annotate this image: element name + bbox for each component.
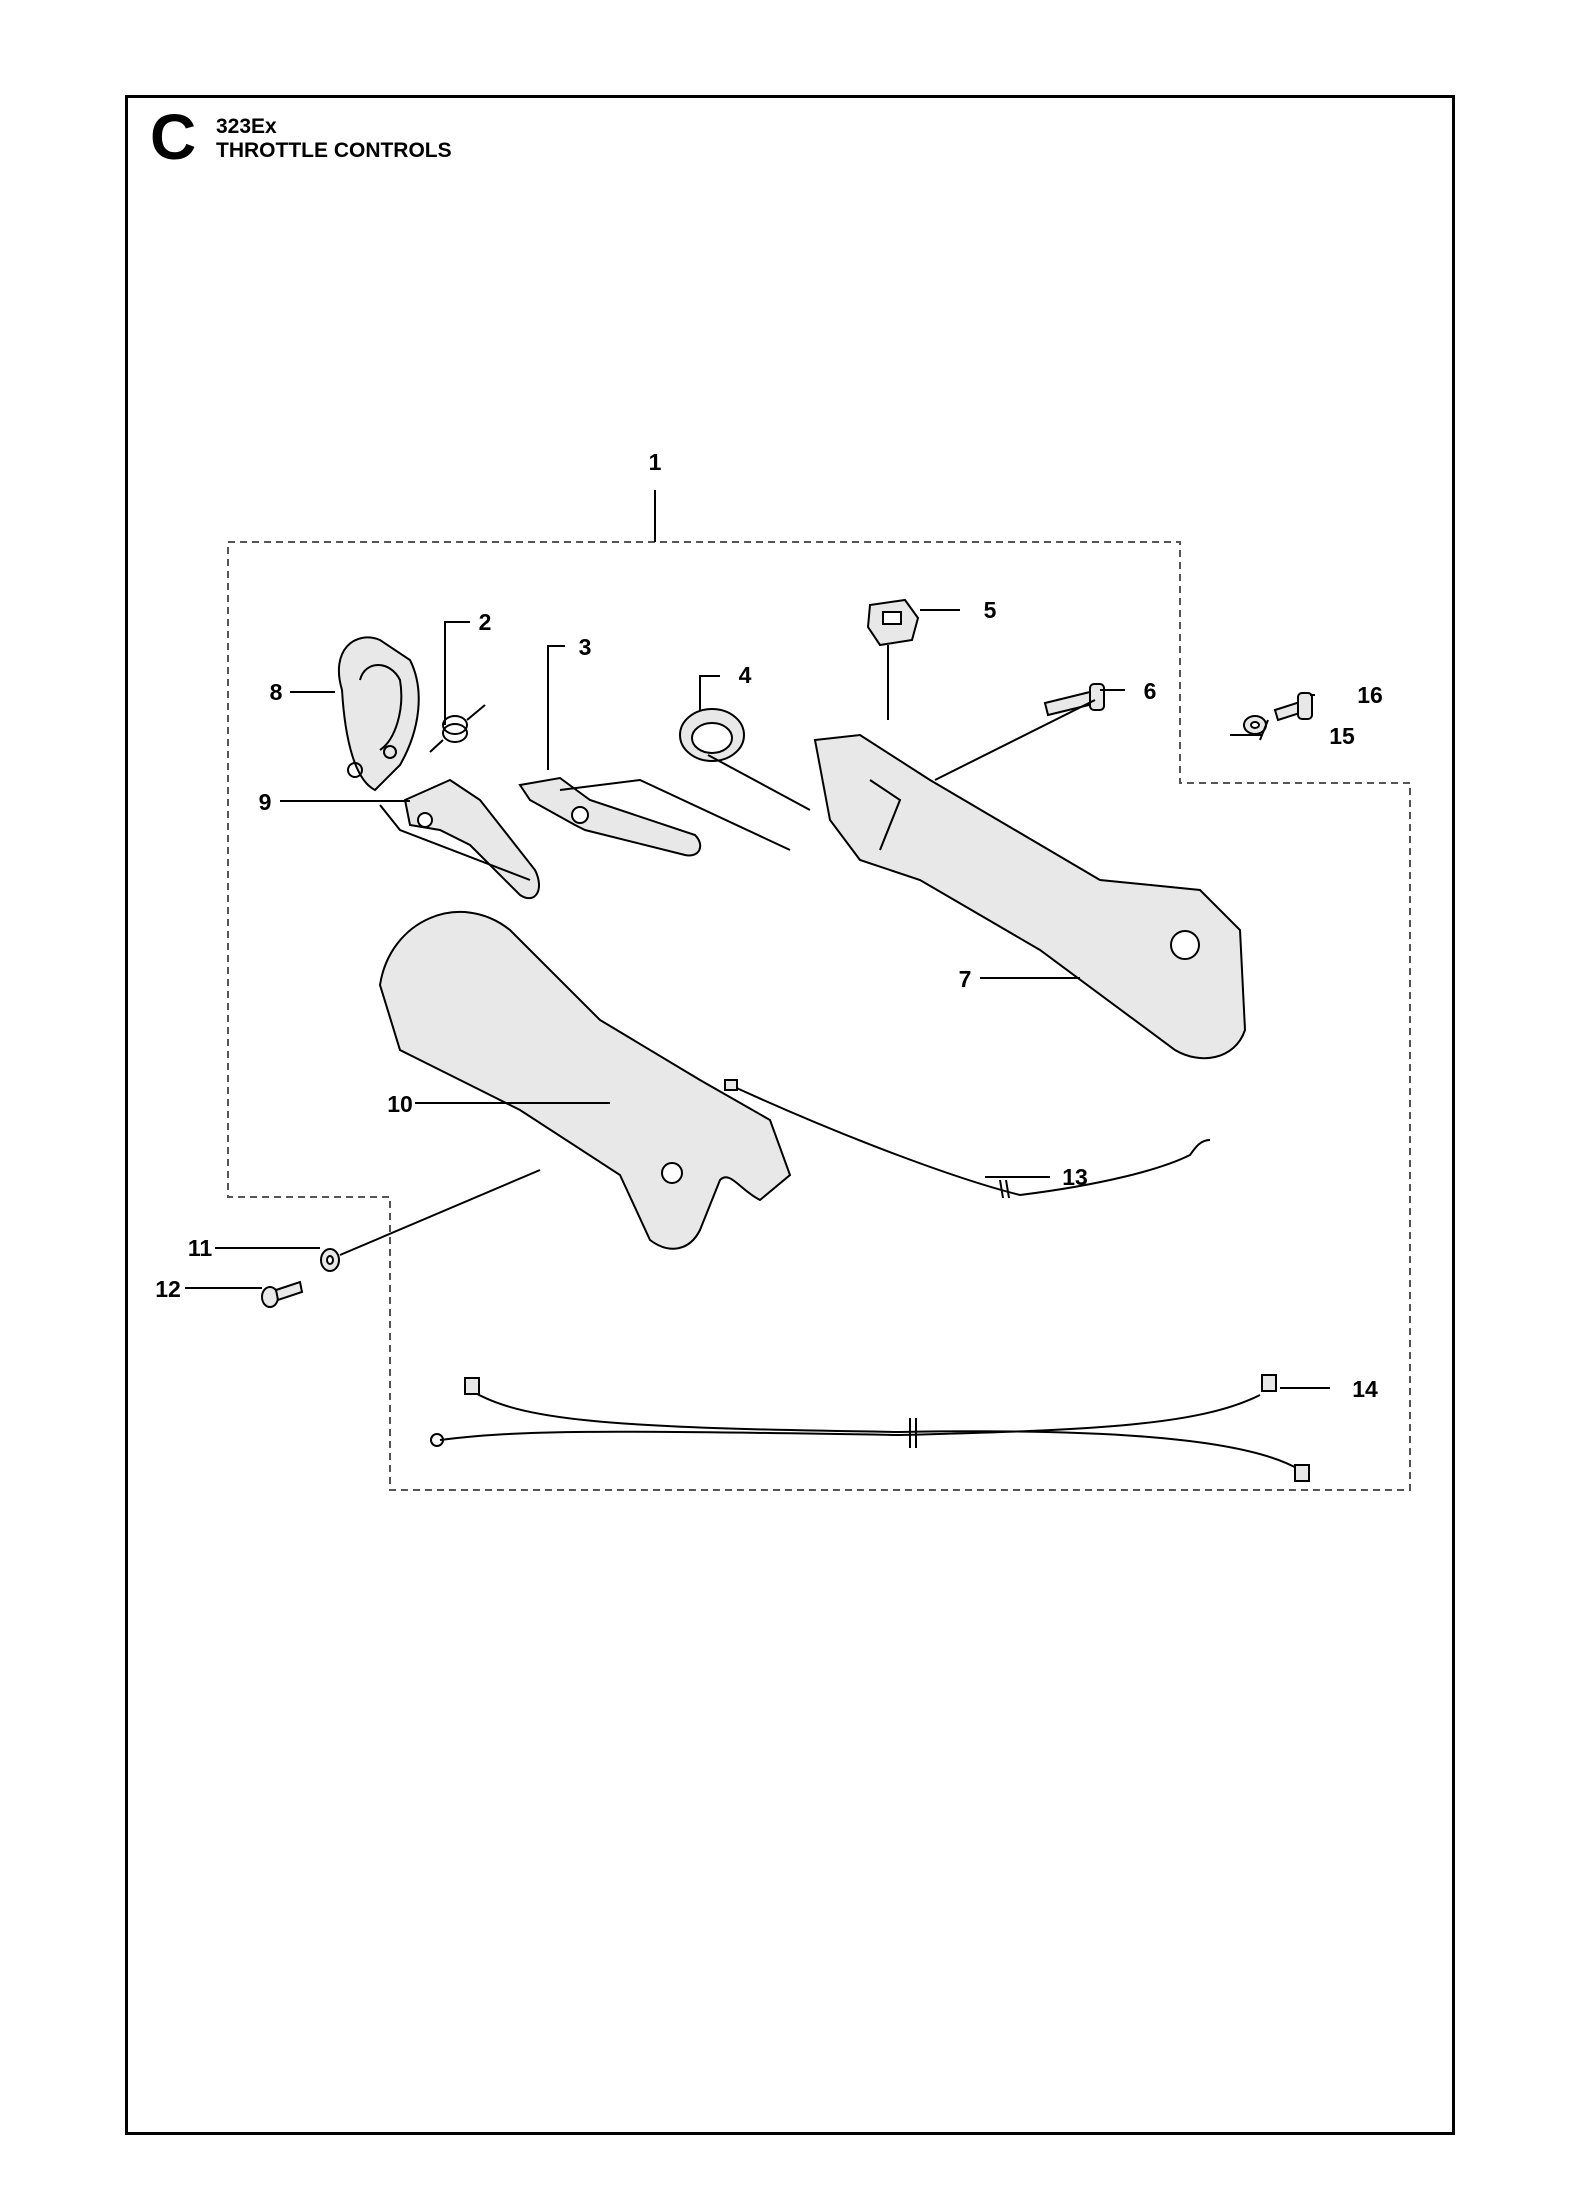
callout-15: 15 <box>1329 723 1355 749</box>
callout-12: 12 <box>155 1276 181 1302</box>
part-throttle-cable <box>724 1079 1211 1199</box>
callout-11: 11 <box>188 1235 213 1261</box>
part-lever <box>518 776 702 857</box>
callout-1: 1 <box>649 449 662 475</box>
callout-4: 4 <box>739 662 752 688</box>
model-name: 323Ex <box>216 115 277 138</box>
part-grip <box>378 911 792 1250</box>
part-trigger <box>403 778 540 900</box>
part-switch <box>866 598 920 647</box>
part-washer-11 <box>320 1248 340 1272</box>
part-handle-housing <box>813 733 1247 1060</box>
diagram-title: THROTTLE CONTROLS <box>216 139 452 162</box>
callout-8: 8 <box>270 679 283 705</box>
callout-10: 10 <box>387 1091 413 1117</box>
leader-lines <box>185 609 1330 1389</box>
section-letter: C <box>150 101 197 173</box>
callout-6: 6 <box>1144 678 1157 704</box>
part-screw-12 <box>261 1280 304 1308</box>
callout-13: 13 <box>1062 1164 1088 1190</box>
callout-3: 3 <box>579 634 592 660</box>
part-bracket <box>337 636 420 792</box>
callout-5: 5 <box>984 597 997 623</box>
page-frame <box>125 95 1455 2135</box>
callout-2: 2 <box>479 609 492 635</box>
part-spring <box>429 704 486 753</box>
callout-14: 14 <box>1352 1376 1378 1402</box>
part-screw-16 <box>1273 692 1313 722</box>
part-wire-harness <box>430 1374 1310 1482</box>
assembly-boundary <box>227 541 1411 1491</box>
callout-16: 16 <box>1357 682 1383 708</box>
part-ring <box>679 708 745 762</box>
callout-7: 7 <box>959 966 972 992</box>
callout-9: 9 <box>259 789 272 815</box>
